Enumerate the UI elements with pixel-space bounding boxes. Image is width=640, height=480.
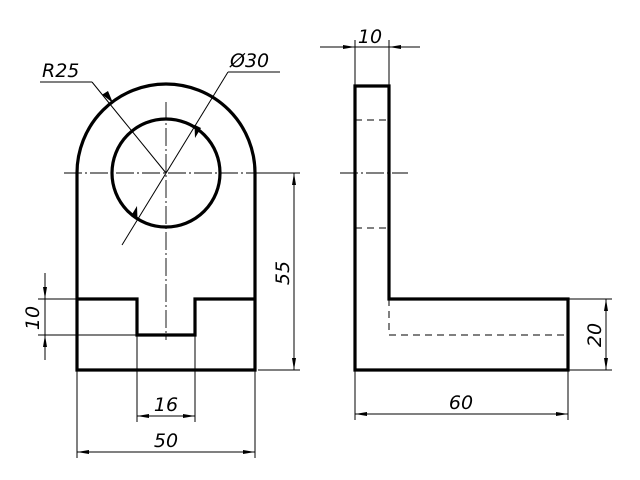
slot-depth-label: 10 [22,306,44,330]
front-view-outline [75,82,257,372]
side-view-outline [353,84,570,372]
width-dimension: 50 [76,370,256,458]
radius-label: R25 [42,60,79,82]
diameter-dimension: Ø30 [121,50,280,246]
base-height-dimension: 20 [568,298,612,371]
thickness-label: 10 [358,26,382,48]
radius-dimension: R25 [40,60,167,174]
slot-depth-dimension: 10 [22,273,137,360]
length-label: 60 [449,392,473,414]
base-height-label: 20 [584,323,606,347]
side-view [340,84,570,372]
slot-width-dimension: 16 [136,335,196,422]
height-dimension: 55 [258,172,300,371]
height-label: 55 [272,261,294,285]
diameter-label: Ø30 [229,50,269,72]
length-dimension: 60 [354,370,569,420]
front-view-slot-line [77,297,255,337]
front-view [64,82,270,372]
side-view-hidden-slot [388,299,568,336]
slot-width-label: 16 [154,394,178,416]
thickness-dimension: 10 [320,26,420,86]
width-label: 50 [154,430,178,452]
